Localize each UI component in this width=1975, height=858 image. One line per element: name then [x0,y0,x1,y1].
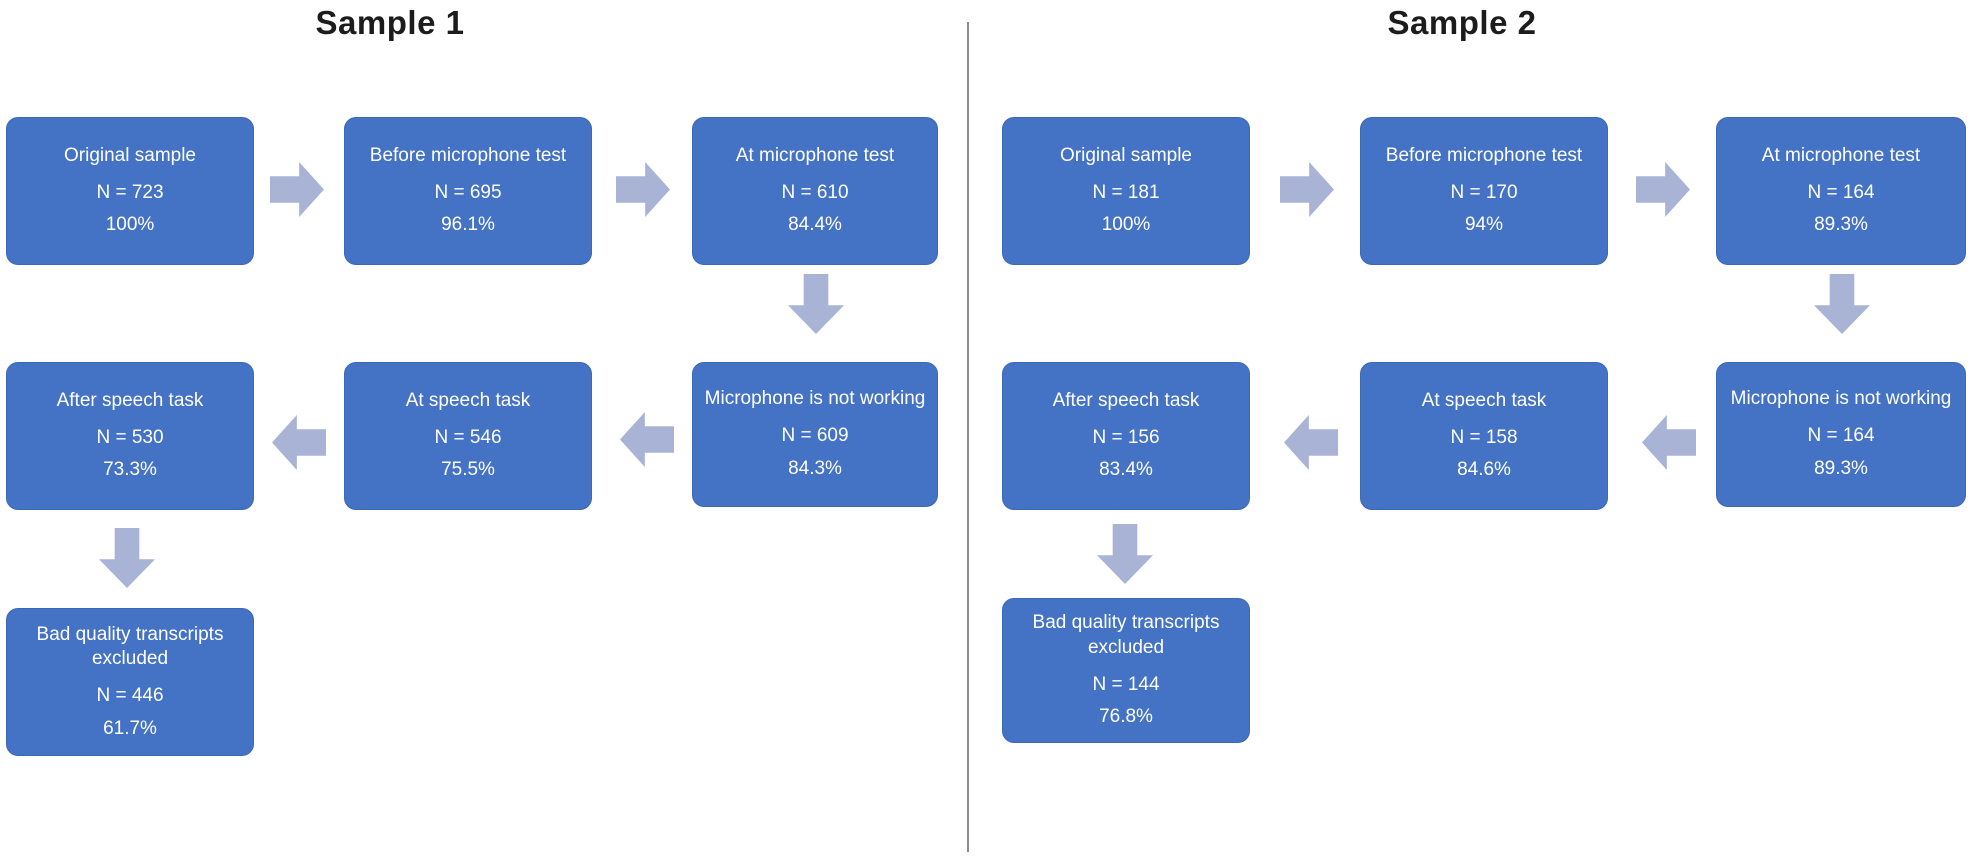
box-percent-value: 84.3% [788,457,842,479]
flow-box-bad-quality-excluded-2: Bad quality transcripts excluded N = 144… [1002,598,1250,743]
box-label: Before microphone test [369,144,567,166]
flow-box-at-speech-task-2: At speech task N = 158 84.6% [1360,362,1608,510]
arrow-left-icon [620,412,674,467]
sample1-title: Sample 1 [315,4,465,41]
box-label: Before microphone test [1385,144,1583,166]
box-n-value: N = 723 [96,181,164,203]
box-n-value: N = 546 [434,426,502,448]
arrow-left-icon [272,415,326,470]
flow-box-at-microphone-test-2: At microphone test N = 164 89.3% [1716,117,1966,265]
box-label: At speech task [1421,389,1547,411]
box-label: Bad quality transcripts excluded [1032,612,1220,658]
arrow-right-icon [1280,162,1334,217]
box-n-value: N = 170 [1450,181,1518,203]
flow-box-original-sample-1: Original sample N = 723 100% [6,117,254,265]
box-percent-value: 100% [1101,214,1151,236]
box-percent-value: 94% [1464,214,1504,236]
flow-box-original-sample-2: Original sample N = 181 100% [1002,117,1250,265]
box-percent-value: 89.3% [1814,457,1868,479]
vertical-divider [967,22,969,852]
box-percent-value: 89.3% [1814,214,1868,236]
box-n-value: N = 530 [96,426,164,448]
box-n-value: N = 164 [1807,425,1875,447]
flow-box-at-speech-task-1: At speech task N = 546 75.5% [344,362,592,510]
box-percent-value: 61.7% [103,717,157,739]
box-label: Original sample [1060,144,1192,166]
box-percent-value: 96.1% [441,214,495,236]
flow-box-after-speech-task-2: After speech task N = 156 83.4% [1002,362,1250,510]
flow-box-after-speech-task-1: After speech task N = 530 73.3% [6,362,254,510]
box-n-value: N = 446 [96,685,164,706]
box-n-value: N = 144 [1092,673,1160,695]
box-percent-value: 73.3% [103,459,157,481]
box-label: Microphone is not working [704,388,926,410]
arrow-right-icon [270,162,324,217]
arrow-left-icon [1284,415,1338,470]
arrow-down-icon [1097,524,1153,584]
box-percent-value: 84.4% [788,214,842,236]
arrow-right-icon [616,162,670,217]
arrow-down-icon [99,528,155,588]
arrow-down-icon [788,274,844,334]
box-label: At microphone test [1761,144,1921,166]
box-label: Original sample [64,144,196,166]
box-percent-value: 83.4% [1099,459,1153,481]
flow-box-before-microphone-test-2: Before microphone test N = 170 94% [1360,117,1608,265]
flow-box-bad-quality-excluded-1: Bad quality transcripts excluded N = 446… [6,608,254,756]
arrow-down-icon [1814,274,1870,334]
sample2-title: Sample 2 [1387,4,1537,41]
arrow-right-icon [1636,162,1690,217]
box-label: After speech task [56,389,204,411]
box-label: At microphone test [735,144,895,166]
box-n-value: N = 156 [1092,426,1160,448]
box-n-value: N = 158 [1450,426,1518,448]
box-label: Microphone is not working [1730,388,1952,410]
box-percent-value: 84.6% [1457,459,1511,481]
box-n-value: N = 164 [1807,181,1875,203]
flow-box-before-microphone-test-1: Before microphone test N = 695 96.1% [344,117,592,265]
box-n-value: N = 609 [781,425,849,447]
box-n-value: N = 695 [434,181,502,203]
box-label: Bad quality transcripts excluded [36,623,224,670]
flow-box-microphone-not-working-2: Microphone is not working N = 164 89.3% [1716,362,1966,507]
box-label: At speech task [405,389,531,411]
box-n-value: N = 181 [1092,181,1160,203]
box-n-value: N = 610 [781,181,849,203]
flow-box-at-microphone-test-1: At microphone test N = 610 84.4% [692,117,938,265]
box-percent-value: 76.8% [1099,706,1153,728]
arrow-left-icon [1642,415,1696,470]
box-percent-value: 75.5% [441,459,495,481]
box-percent-value: 100% [105,214,155,236]
flow-box-microphone-not-working-1: Microphone is not working N = 609 84.3% [692,362,938,507]
box-label: After speech task [1052,389,1200,411]
